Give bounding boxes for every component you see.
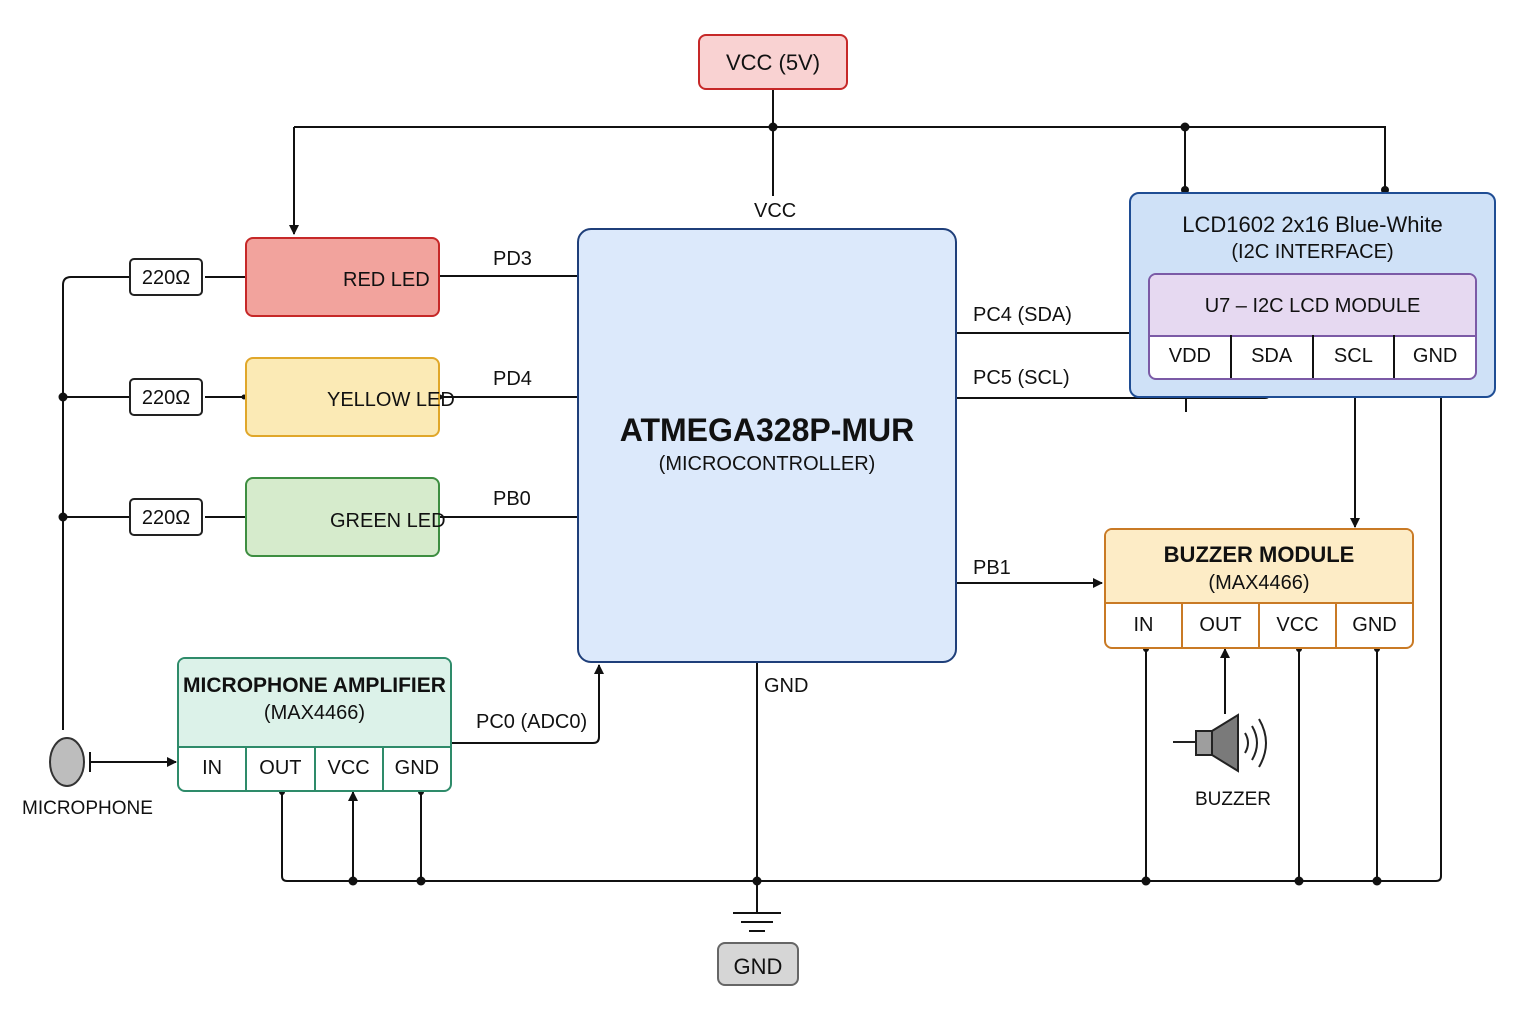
buzzer-label: BUZZER (1195, 789, 1271, 810)
red-led-label: RED LED (343, 269, 430, 291)
amp-pin-in: IN (202, 757, 223, 779)
vcc-supply-box: VCC (5V) (698, 34, 848, 90)
resistor-green: 220Ω (129, 498, 203, 536)
pin-label-pd3: PD3 (493, 248, 532, 270)
mcu-title: ATMEGA328P-MUR (619, 412, 915, 448)
green-led-label: GREEN LED (330, 510, 446, 532)
buzzer-module-block: BUZZER MODULE (MAX4466) IN OUT VCC GND (1104, 528, 1414, 649)
lcd-pin-sda: SDA (1229, 335, 1312, 378)
pin-label-pc4: PC4 (SDA) (973, 304, 1072, 326)
mic-amplifier-block: MICROPHONE AMPLIFIER (MAX4466) IN OUT VC… (177, 657, 452, 792)
buzzer-module-title: BUZZER MODULE (1163, 542, 1355, 567)
amp-pin-gnd: GND (381, 746, 450, 790)
resistor-red: 220Ω (129, 258, 203, 296)
red-led-block: RED LED (245, 237, 440, 317)
i2c-module-pins: VDD SDA SCL GND (1150, 335, 1475, 378)
vcc-supply-label: VCC (5V) (725, 50, 821, 75)
resistor-value: 220Ω (141, 267, 191, 289)
microphone-label: MICROPHONE (22, 798, 153, 819)
ground-symbol (733, 912, 781, 932)
buzzer-pin-in: IN (1133, 614, 1154, 636)
yellow-led-block: YELLOW LED (245, 357, 455, 437)
buzzer-module-header: BUZZER MODULE (MAX4466) (1106, 530, 1412, 604)
amp-pin-vcc: VCC (313, 746, 382, 790)
resistor-value: 220Ω (141, 507, 191, 529)
buzzer-module-pins: IN OUT VCC GND (1106, 602, 1412, 647)
wire-left-rail (62, 276, 129, 730)
speaker-icon (1173, 713, 1267, 773)
amp-pin-out: OUT (245, 746, 313, 790)
mcu-block: ATMEGA328P-MUR (MICROCONTROLLER) (577, 228, 957, 663)
pin-label-pb0: PB0 (493, 488, 531, 510)
yellow-led-label: YELLOW LED (327, 389, 455, 411)
i2c-module-block: U7 – I2C LCD MODULE VDD SDA SCL GND (1148, 273, 1477, 380)
lcd-subtitle: (I2C INTERFACE) (1231, 241, 1394, 263)
wire-vcc-bus (294, 126, 1386, 192)
lcd-pin-vdd: VDD (1168, 345, 1211, 367)
resistor-value: 220Ω (141, 387, 191, 409)
mcu-vcc-pin-label: VCC (754, 200, 797, 222)
lcd-title: LCD1602 2x16 Blue-White (1182, 212, 1443, 237)
pin-label-pc5: PC5 (SCL) (973, 367, 1070, 389)
wire-gnd-bus (281, 380, 1442, 882)
resistor-yellow: 220Ω (129, 378, 203, 416)
lcd-pin-scl: SCL (1311, 335, 1394, 378)
green-led-block: GREEN LED (245, 477, 446, 557)
pin-label-pb1: PB1 (973, 557, 1011, 579)
buzzer-pin-gnd: GND (1335, 602, 1412, 647)
wire-pc0 (452, 664, 604, 744)
lcd-pin-gnd: GND (1393, 335, 1475, 378)
mic-amplifier-title: MICROPHONE AMPLIFIER (183, 674, 446, 697)
mic-amplifier-subtitle: (MAX4466) (263, 702, 366, 724)
mcu-subtitle: (MICROCONTROLLER) (658, 453, 876, 475)
pin-label-pd4: PD4 (493, 368, 532, 390)
mic-amplifier-header: MICROPHONE AMPLIFIER (MAX4466) (179, 659, 450, 748)
microphone-icon (49, 737, 85, 787)
buzzer-module-subtitle: (MAX4466) (1208, 572, 1310, 594)
mic-amplifier-pins: IN OUT VCC GND (179, 746, 450, 790)
buzzer-pin-vcc: VCC (1258, 602, 1335, 647)
buzzer-pin-out: OUT (1181, 602, 1258, 647)
pin-label-pc0: PC0 (ADC0) (476, 711, 588, 733)
gnd-terminal-label: GND (733, 954, 783, 979)
i2c-module-header: U7 – I2C LCD MODULE (1150, 275, 1475, 337)
gnd-terminal-box: GND (717, 942, 799, 986)
mcu-gnd-pin-label: GND (764, 675, 809, 697)
i2c-module-title: U7 – I2C LCD MODULE (1204, 295, 1421, 317)
